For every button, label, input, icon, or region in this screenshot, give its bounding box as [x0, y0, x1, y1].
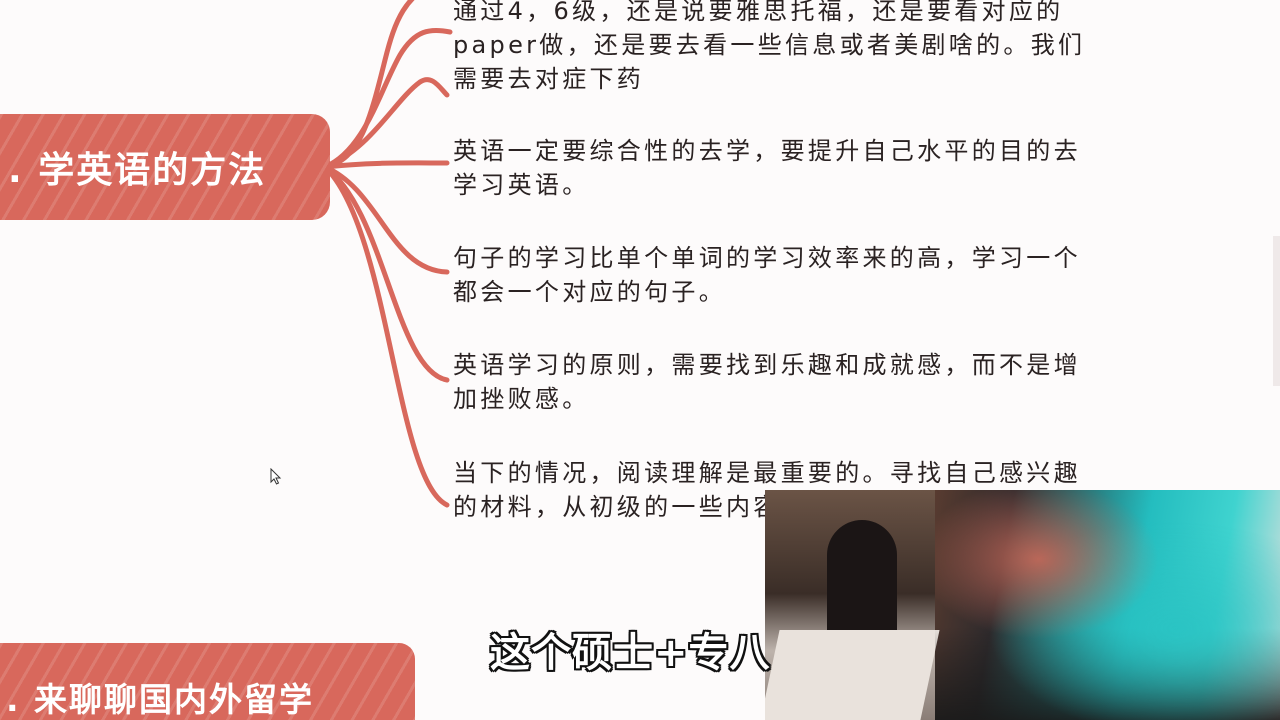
video-subtitle: 这个硕士+专八	[490, 630, 771, 676]
mindmap-note-3: 句子的学习比单个单词的学习效率来的高，学习一个都会一个对应的句子。	[453, 244, 1081, 306]
branch-line-3	[322, 164, 450, 275]
branch-line-4	[322, 164, 450, 383]
video-table	[765, 630, 940, 720]
branch-line-1c	[322, 77, 450, 170]
mouse-cursor-icon	[270, 468, 282, 485]
mindmap-note-4: 英语学习的原则，需要找到乐趣和成就感，而不是增加挫败感。	[453, 351, 1081, 413]
video-overlay	[765, 490, 1280, 720]
mindmap-note-1: 通过4，6级，还是说要雅思托福，还是要看对应的paper做，还是要去看一些信息或…	[453, 0, 1086, 93]
branch-line-1b	[322, 27, 453, 170]
mindmap-topic-main[interactable]: . 学英语的方法	[0, 114, 330, 220]
branch-line-5	[322, 164, 450, 508]
topic-bottom-label: . 来聊聊国内外留学	[6, 680, 315, 719]
mindmap-topic-bottom[interactable]: . 来聊聊国内外留学	[0, 643, 415, 720]
branch-line-1	[322, 0, 415, 170]
branch-line-2	[322, 160, 450, 170]
video-person	[827, 520, 897, 640]
scrollbar-thumb[interactable]	[1273, 236, 1280, 386]
mindmap-note-2: 英语一定要综合性的去学，要提升自己水平的目的去学习英语。	[453, 137, 1081, 199]
topic-main-label: . 学英语的方法	[8, 150, 267, 191]
video-blurred-scene	[935, 490, 1280, 720]
